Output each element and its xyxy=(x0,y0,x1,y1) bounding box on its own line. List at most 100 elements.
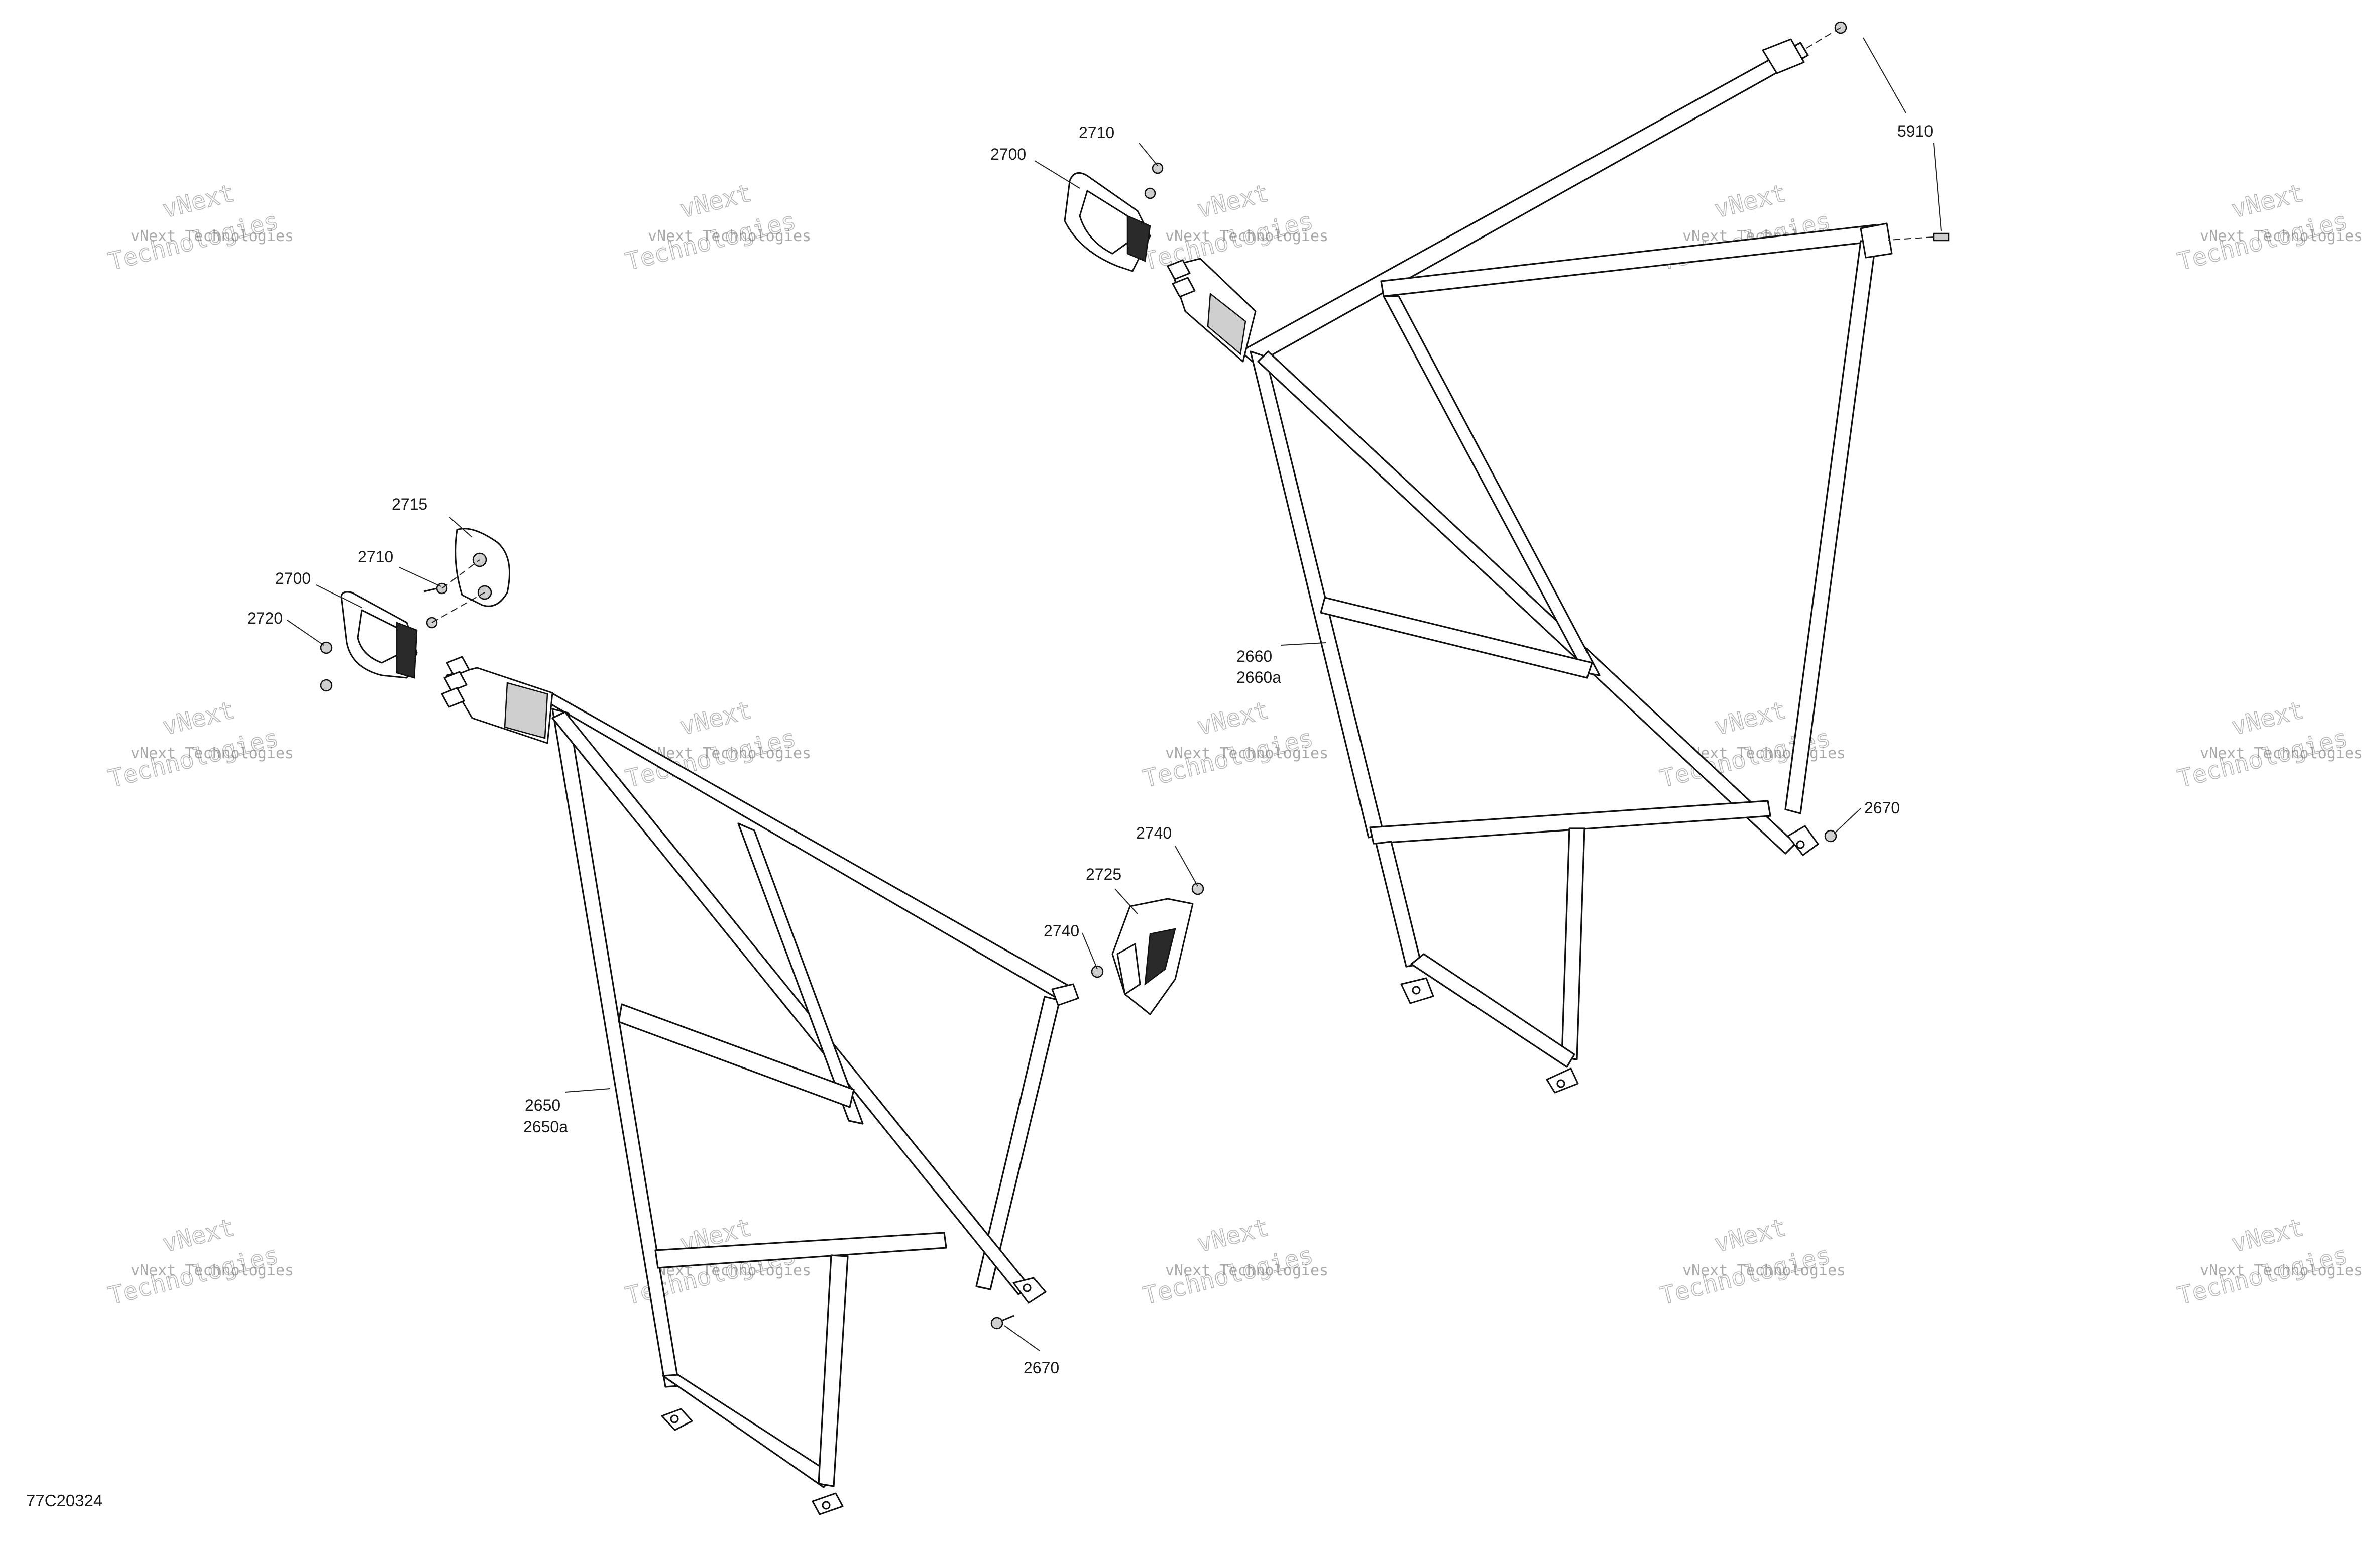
watermark-large-line-1: vNext xyxy=(1194,179,1272,223)
left-net-lower-front-strap xyxy=(662,1374,835,1488)
left-net-diagonal-strap xyxy=(551,711,1031,1295)
watermark-small-line: vNext Technologies xyxy=(1682,745,1846,762)
callout-2725: 2725 xyxy=(1086,865,1121,883)
callout-2650: 2650 xyxy=(525,1096,560,1114)
callout-2700-right: 2700 xyxy=(990,145,1026,163)
left-net-bottom-strap xyxy=(654,1232,947,1269)
watermark-small-line: vNext Technologies xyxy=(2200,227,2363,245)
right-screw-2710-a xyxy=(1152,162,1164,174)
right-net-middle-strap xyxy=(1320,597,1593,679)
right-net-lower-rear-strap xyxy=(1561,827,1585,1060)
callout-2670-left: 2670 xyxy=(1024,1359,1059,1377)
watermark-small-line: vNext Technologies xyxy=(131,227,294,245)
right-net-anchor-side xyxy=(1860,222,1893,259)
right-net-buckle xyxy=(1167,258,1257,363)
callout-2650a: 2650a xyxy=(523,1118,568,1136)
left-net-buckle xyxy=(441,656,553,744)
left-screw-2740-top xyxy=(1191,882,1204,895)
left-net-front-strap xyxy=(551,708,680,1388)
callout-2740-bottom: 2740 xyxy=(1044,922,1079,940)
right-net-anchor-diagonal xyxy=(1787,825,1819,856)
left-net-middle-strap xyxy=(618,1003,855,1108)
right-window-net xyxy=(1064,21,1950,1094)
left-assembly-line-a xyxy=(441,559,480,589)
left-net-rear-strap xyxy=(975,996,1061,1290)
watermark-large-line-1: vNext xyxy=(1194,1213,1272,1258)
drawing-number: 77C20324 xyxy=(26,1491,102,1510)
watermark-large-line-1: vNext xyxy=(1194,696,1272,741)
callout-2720-left: 2720 xyxy=(247,609,283,627)
callout-2715-left: 2715 xyxy=(392,495,427,513)
watermark-large-line-1: vNext xyxy=(2229,179,2306,223)
right-latch-plate xyxy=(1064,172,1151,272)
watermark-small-line: vNext Technologies xyxy=(131,1262,294,1279)
watermark-large-line-1: vNext xyxy=(160,1213,237,1258)
watermark-small-line: vNext Technologies xyxy=(2200,1262,2363,1279)
right-screw-2710-b xyxy=(1144,187,1156,199)
watermark-small-line: vNext Technologies xyxy=(648,227,811,245)
callout-5910: 5910 xyxy=(1897,122,1933,140)
left-net-anchor-rear xyxy=(812,1492,844,1515)
left-net-anchor-top-rear xyxy=(1051,983,1079,1006)
left-screw-2710-a xyxy=(423,582,448,595)
watermark-small-line: vNext Technologies xyxy=(648,745,811,762)
watermark-small-line: vNext Technologies xyxy=(2200,745,2363,762)
watermark-large-line-1: vNext xyxy=(1712,1213,1789,1258)
watermark-small-line: vNext Technologies xyxy=(1165,1262,1328,1279)
right-net-anchor-rear xyxy=(1546,1067,1579,1094)
right-screw-5910-b xyxy=(1933,232,1950,242)
right-net-anchor-top xyxy=(1762,38,1805,74)
watermark-small-line: vNext Technologies xyxy=(1165,745,1328,762)
left-rear-bracket xyxy=(1111,898,1194,1015)
callout-2740-top: 2740 xyxy=(1136,824,1172,842)
right-net-inner-strap xyxy=(1383,295,1601,676)
watermark-small-line: vNext Technologies xyxy=(1682,1262,1846,1279)
right-net-lower-bottom-strap xyxy=(1410,953,1575,1068)
watermark-small-line: vNext Technologies xyxy=(1165,227,1328,245)
left-screw-2670 xyxy=(990,1315,1014,1330)
watermark-large-line-1: vNext xyxy=(1712,696,1789,741)
left-net-inner-vertical xyxy=(737,822,864,1125)
right-net-right-strap xyxy=(1784,240,1877,814)
watermark-large-line-1: vNext xyxy=(2229,696,2306,741)
left-net-anchor-lower-rear xyxy=(1012,1277,1047,1304)
watermark-large-line-1: vNext xyxy=(677,179,754,223)
left-window-net xyxy=(320,528,1204,1515)
right-net-bottom-strap xyxy=(1369,800,1771,845)
watermark-small-line: vNext Technologies xyxy=(131,745,294,762)
right-screw-2670 xyxy=(1824,829,1837,843)
right-assembly-line-a xyxy=(1802,27,1841,51)
watermark-large-line-1: vNext xyxy=(677,696,754,741)
watermark-large-line-1: vNext xyxy=(160,696,237,741)
callout-labels: 2715 2710 2700 2720 2650 2650a 2740 2725… xyxy=(247,122,1933,1377)
left-screw-2740-bottom xyxy=(1091,965,1104,978)
right-net-lower-front-strap xyxy=(1375,841,1422,968)
callout-2660: 2660 xyxy=(1236,647,1272,665)
left-net-lower-rear-strap xyxy=(818,1254,849,1487)
left-bracket xyxy=(455,528,510,607)
right-net-anchor-front xyxy=(1400,977,1434,1004)
callout-2670-right: 2670 xyxy=(1864,799,1900,817)
left-net-anchor-front xyxy=(661,1408,693,1431)
callout-2710-right: 2710 xyxy=(1079,124,1114,142)
left-nut-2720-b xyxy=(320,679,333,692)
left-assembly-line-b xyxy=(431,592,485,623)
callout-2660a: 2660a xyxy=(1236,668,1281,686)
watermark-large-line-1: vNext xyxy=(160,179,237,223)
callout-2710-left: 2710 xyxy=(358,548,393,566)
callout-2700-left: 2700 xyxy=(275,569,311,587)
